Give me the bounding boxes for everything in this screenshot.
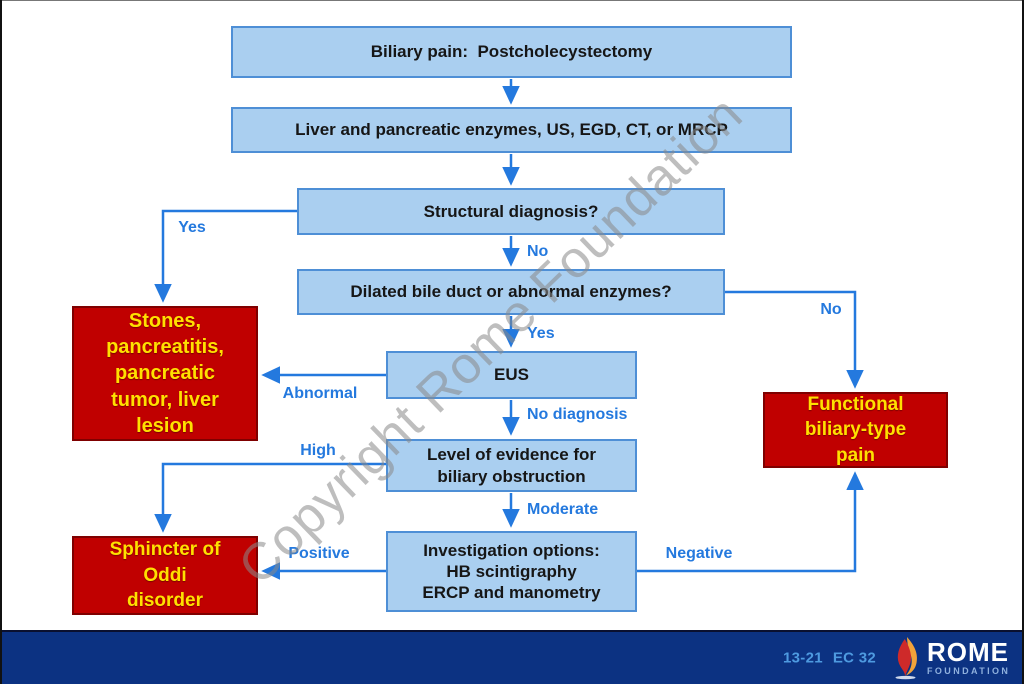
node-dilated-duct-label: Dilated bile duct or abnormal enzymes? bbox=[350, 282, 672, 302]
connector-structural-stones-yes bbox=[154, 209, 297, 303]
node-stones-outcome-label: Stones, pancreatitis, pancreatic tumor, … bbox=[106, 309, 224, 438]
label-level-moderate: Moderate bbox=[527, 501, 599, 518]
node-investigation-options: Investigation options: HB scintigraphy E… bbox=[386, 531, 637, 612]
label-eus-no-diagnosis: No diagnosis bbox=[527, 406, 628, 423]
label-eus-abnormal: Abnormal bbox=[282, 385, 358, 402]
ec-code: EC 32 bbox=[832, 649, 877, 667]
node-sphincter-oddi: Sphincter of Oddi disorder bbox=[72, 536, 258, 615]
rome-flame-icon bbox=[895, 637, 917, 680]
node-workup: Liver and pancreatic enzymes, US, EGD, C… bbox=[231, 107, 792, 153]
node-level-of-evidence: Level of evidence for biliary obstructio… bbox=[386, 439, 637, 492]
node-functional-pain: Functional biliary-type pain bbox=[763, 392, 948, 468]
node-level-of-evidence-label: Level of evidence for biliary obstructio… bbox=[426, 445, 597, 486]
foundation-logo-text: FOUNDATION bbox=[927, 666, 1011, 676]
rome-logo-text: ROME bbox=[927, 637, 1009, 667]
label-dilated-yes: Yes bbox=[527, 325, 555, 342]
label-level-high: High bbox=[300, 442, 336, 459]
slide-left-border bbox=[0, 0, 2, 684]
connector-level-sphincter-high bbox=[154, 462, 386, 533]
node-investigation-options-label: Investigation options: HB scintigraphy E… bbox=[422, 540, 601, 603]
node-structural-diagnosis: Structural diagnosis? bbox=[297, 188, 725, 235]
slide-right-border bbox=[1022, 0, 1024, 684]
node-workup-label: Liver and pancreatic enzymes, US, EGD, C… bbox=[295, 120, 728, 140]
node-biliary-pain-label: Biliary pain: Postcholecystectomy bbox=[370, 42, 653, 62]
node-eus-label: EUS bbox=[494, 365, 529, 385]
node-eus: EUS bbox=[386, 351, 637, 399]
node-biliary-pain: Biliary pain: Postcholecystectomy bbox=[231, 26, 792, 78]
connector-dilated-functional-no bbox=[725, 290, 864, 389]
node-functional-pain-label: Functional biliary-type pain bbox=[804, 393, 907, 466]
label-dilated-no: No bbox=[820, 301, 842, 318]
node-structural-diagnosis-label: Structural diagnosis? bbox=[423, 201, 599, 221]
slide-top-border bbox=[0, 0, 1024, 1]
connector-invest-functional-negative bbox=[637, 471, 864, 573]
node-sphincter-oddi-label: Sphincter of Oddi disorder bbox=[109, 539, 221, 612]
rome-foundation-logo: ROME FOUNDATION bbox=[927, 639, 1010, 676]
label-invest-positive: Positive bbox=[288, 545, 350, 562]
label-invest-negative: Negative bbox=[665, 545, 733, 562]
footer-bar: 13-21 EC 32 ROME FOUNDATION bbox=[0, 630, 1024, 684]
label-structural-yes: Yes bbox=[178, 219, 206, 236]
slide-codes: 13-21 EC 32 bbox=[783, 650, 876, 667]
slide-code: 13-21 bbox=[783, 649, 823, 667]
node-dilated-duct: Dilated bile duct or abnormal enzymes? bbox=[297, 269, 725, 315]
label-structural-no: No bbox=[527, 243, 549, 260]
node-stones-outcome: Stones, pancreatitis, pancreatic tumor, … bbox=[72, 306, 258, 441]
